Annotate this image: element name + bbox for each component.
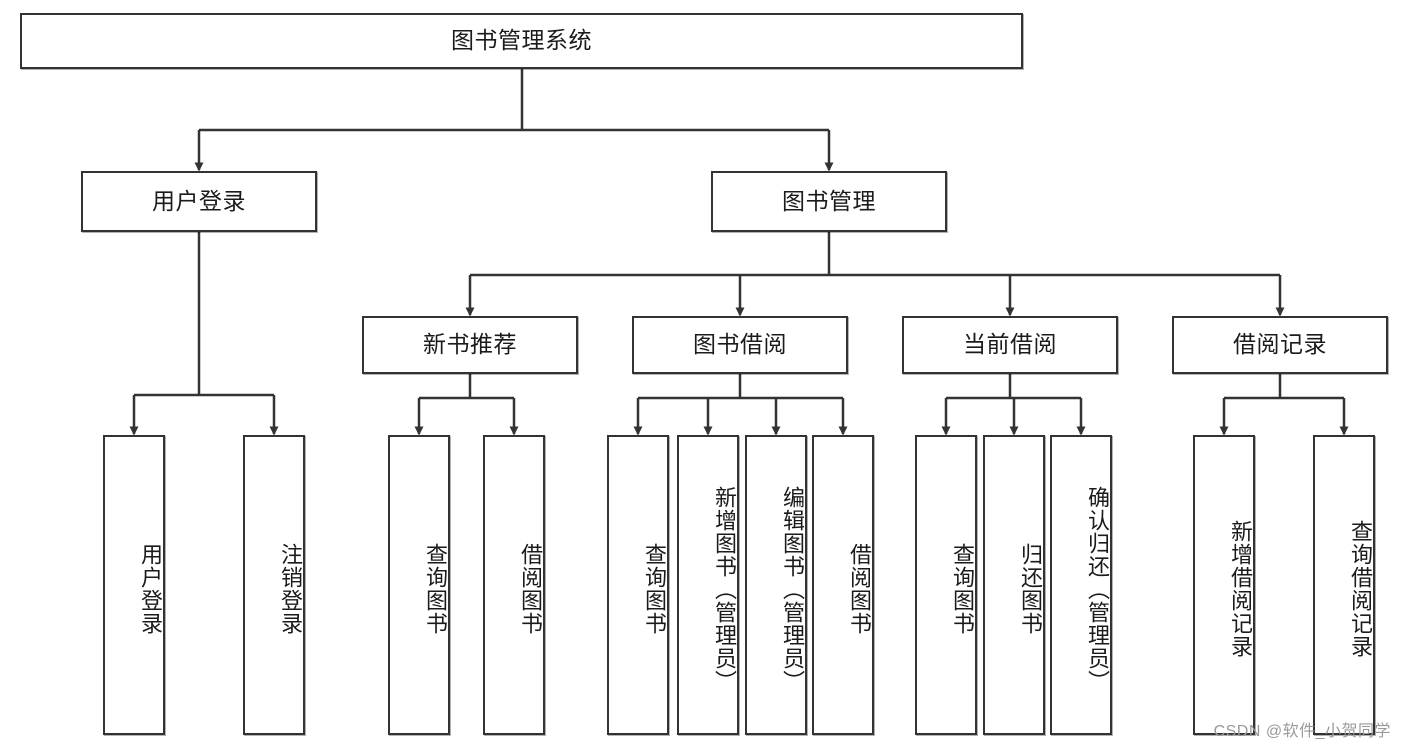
node-leaf_logout[interactable]: 注销登录 xyxy=(243,435,305,735)
node-leaf_return[interactable]: 归还图书 xyxy=(983,435,1045,735)
node-label: 借阅图书 xyxy=(518,543,543,635)
edge-paths xyxy=(129,69,1349,436)
node-leaf_login[interactable]: 用户登录 xyxy=(103,435,165,735)
node-label: 注销登录 xyxy=(278,543,303,635)
node-label: 归还图书 xyxy=(1018,543,1043,635)
node-borrow_record[interactable]: 借阅记录 xyxy=(1172,316,1388,374)
node-new_book_rec[interactable]: 新书推荐 xyxy=(362,316,578,374)
node-book_mgmt[interactable]: 图书管理 xyxy=(711,171,947,232)
node-label: 图书管理 xyxy=(782,187,876,214)
node-label: 查询图书 xyxy=(423,543,448,635)
node-label: 新增图书（管理员） xyxy=(712,485,737,693)
node-leaf_query_3[interactable]: 查询图书 xyxy=(915,435,977,735)
node-label: 新增借阅记录 xyxy=(1228,520,1253,658)
node-label: 当前借阅 xyxy=(963,331,1057,358)
node-label: 确认归还（管理员） xyxy=(1085,485,1110,693)
node-leaf_confirm[interactable]: 确认归还（管理员） xyxy=(1050,435,1112,735)
node-leaf_add_rec[interactable]: 新增借阅记录 xyxy=(1193,435,1255,735)
node-book_borrow[interactable]: 图书借阅 xyxy=(632,316,848,374)
node-leaf_add_book[interactable]: 新增图书（管理员） xyxy=(677,435,739,735)
node-leaf_edit_book[interactable]: 编辑图书（管理员） xyxy=(745,435,807,735)
node-label: 借阅图书 xyxy=(847,543,872,635)
node-label: 查询图书 xyxy=(950,543,975,635)
node-leaf_query_2[interactable]: 查询图书 xyxy=(607,435,669,735)
node-leaf_query_1[interactable]: 查询图书 xyxy=(388,435,450,735)
node-label: 新书推荐 xyxy=(423,331,517,358)
node-leaf_borrow_1[interactable]: 借阅图书 xyxy=(483,435,545,735)
node-current_borrow[interactable]: 当前借阅 xyxy=(902,316,1118,374)
node-label: 借阅记录 xyxy=(1233,331,1327,358)
node-label: 图书管理系统 xyxy=(451,27,592,54)
node-label: 查询图书 xyxy=(642,543,667,635)
node-root[interactable]: 图书管理系统 xyxy=(20,13,1023,69)
node-label: 查询借阅记录 xyxy=(1348,520,1373,658)
node-label: 用户登录 xyxy=(152,187,246,214)
node-leaf_borrow_2[interactable]: 借阅图书 xyxy=(812,435,874,735)
node-label: 图书借阅 xyxy=(693,331,787,358)
node-user_login[interactable]: 用户登录 xyxy=(81,171,317,232)
watermark-label: CSDN @软件_小贺同学 xyxy=(1213,723,1391,740)
node-leaf_query_rec[interactable]: 查询借阅记录 xyxy=(1313,435,1375,735)
node-label: 编辑图书（管理员） xyxy=(780,485,805,693)
node-label: 用户登录 xyxy=(138,543,163,635)
